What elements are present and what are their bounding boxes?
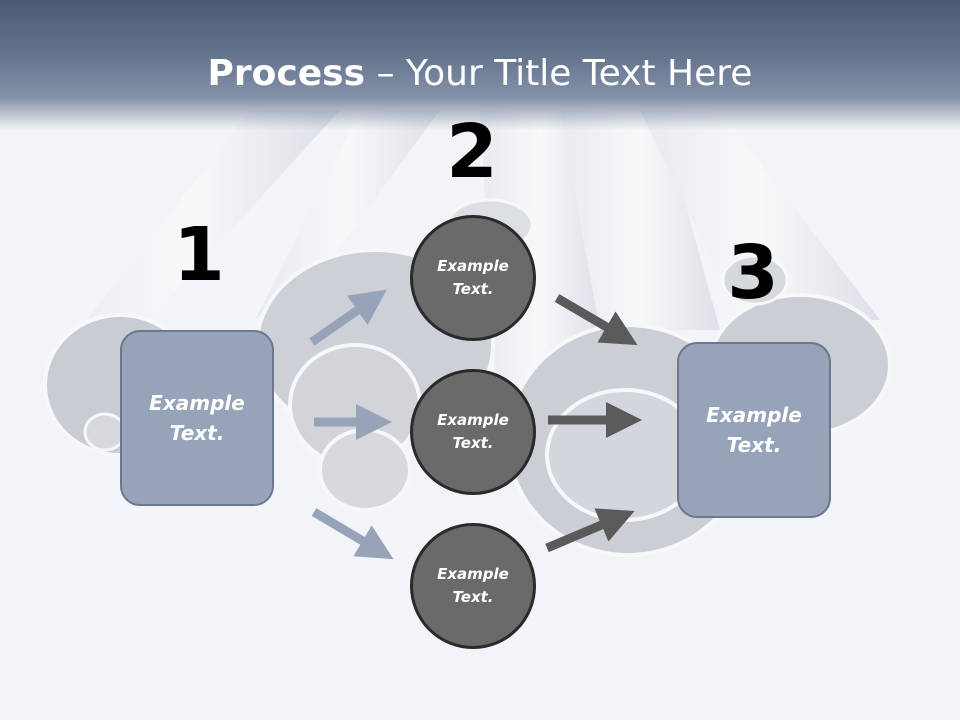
- pipe-body-right: [640, 110, 880, 320]
- step-3-box: Example Text.: [677, 342, 831, 518]
- step-number-2: 2: [446, 109, 498, 195]
- step-2-circle-top: Example Text.: [410, 215, 536, 341]
- arrow-1-to-top: [309, 289, 387, 346]
- pipe-end-right-small: [721, 254, 789, 306]
- arrow-bottom-to-3: [545, 508, 635, 553]
- step-number-3: 3: [727, 230, 779, 316]
- step-2-circle-middle: Example Text.: [410, 369, 536, 495]
- page-title: Process – Your Title Text Here: [0, 52, 960, 96]
- title-bar: [0, 0, 960, 130]
- title-bold: Process: [207, 53, 366, 94]
- arrow-top-to-3: [554, 294, 638, 346]
- pipe-body-center-right: [560, 110, 720, 330]
- pipe-body-left: [40, 110, 340, 380]
- arrow-1-to-bottom: [311, 508, 394, 560]
- step-number-1: 1: [173, 212, 225, 298]
- step-1-box: Example Text.: [120, 330, 274, 506]
- pipe-body-center-left: [255, 110, 440, 320]
- title-rest: – Your Title Text Here: [365, 53, 753, 94]
- pipe-body-center: [480, 110, 600, 470]
- step-2-circle-bottom: Example Text.: [410, 523, 536, 649]
